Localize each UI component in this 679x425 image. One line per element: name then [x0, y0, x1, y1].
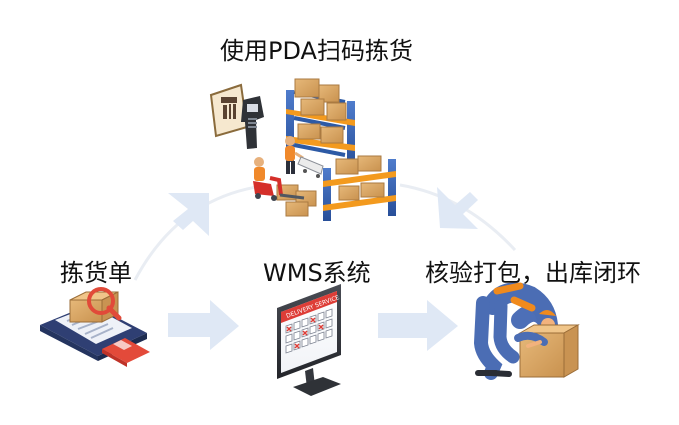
arrow-mid-to-right: [378, 300, 458, 351]
arrow-down-right: [437, 187, 478, 229]
step-label-right: 核验打包，出库闭环: [425, 259, 641, 287]
barcode-board-icon: [209, 83, 249, 138]
pda-scanner-icon: [241, 96, 264, 149]
forklift-icon: [253, 157, 305, 201]
shelf-rack-lower: [323, 155, 396, 221]
warehouse-illustration: [209, 78, 396, 221]
arrow-up-left: [168, 193, 209, 236]
step-label-left: 拣货单: [60, 259, 132, 287]
shelf-rack-upper: [286, 78, 355, 167]
worker-with-box-icon: [473, 282, 580, 380]
wms-monitor-icon: DELIVERY SERVICE: [277, 284, 341, 396]
flow-arrows: [168, 187, 478, 351]
step-label-middle: WMS系统: [263, 259, 371, 287]
step-label-top: 使用PDA扫码拣货: [220, 37, 413, 65]
pick-list-icon: [40, 287, 150, 367]
arrow-left-to-mid: [168, 300, 239, 350]
warehouse-worker-icon: [285, 136, 324, 178]
floor-boxes: [276, 184, 317, 217]
